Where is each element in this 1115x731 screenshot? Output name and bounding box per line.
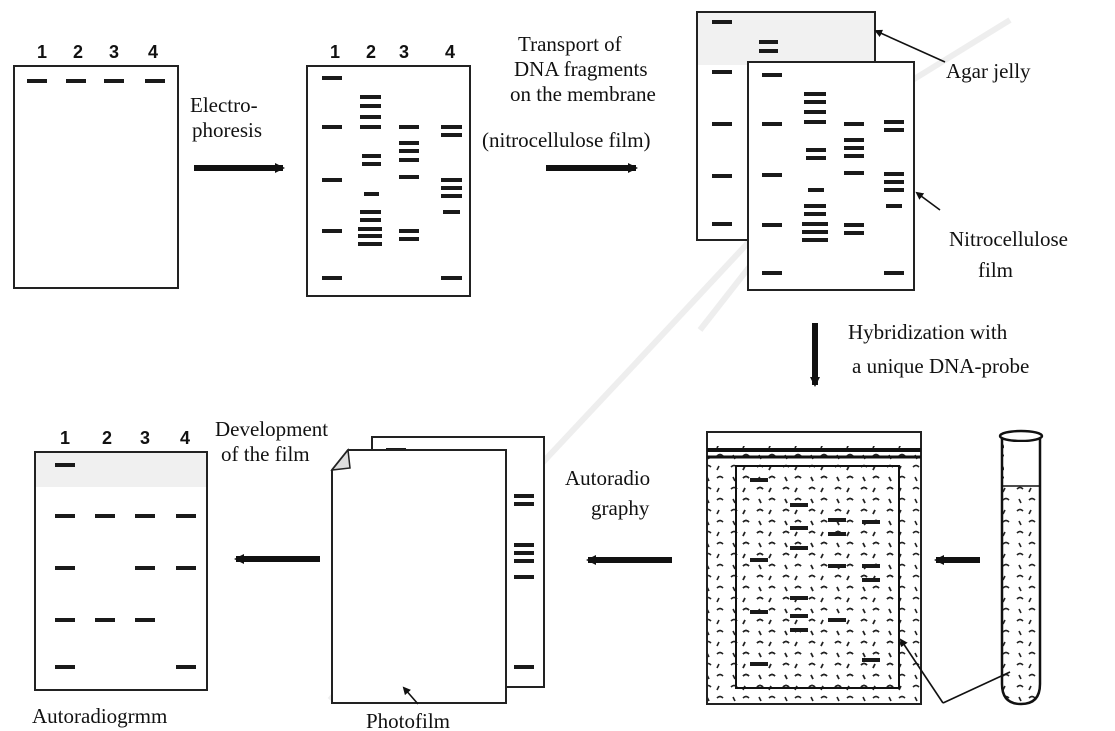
probe-test-tube: [998, 429, 1044, 706]
probe-pointer-arrows: [899, 638, 1011, 704]
development-label-line1: Development: [215, 417, 328, 441]
photofilm-sheet: [331, 449, 507, 704]
agar-jelly-label: Agar jelly: [946, 59, 1031, 83]
agar-pointer-arrow: [874, 29, 946, 63]
lane-number-4: 4: [180, 428, 190, 448]
transport-label-line1: Transport of: [518, 32, 622, 56]
autoradiogram-bands: [55, 463, 196, 669]
photofilm-pointer-arrow: [402, 686, 419, 705]
autoradiogram-shading: [36, 453, 206, 487]
membrane-bands: [750, 478, 880, 666]
lane-numbers-autoradiogram: 1 2 3 4: [60, 428, 190, 448]
lane-number-4: 4: [148, 42, 158, 62]
lane-number-3: 3: [399, 42, 409, 62]
step-transport: Transport of DNA fragments on the membra…: [482, 32, 656, 173]
photofilm-label: Photofilm: [366, 709, 450, 731]
autoradiogram-label: Autoradiogrmm: [32, 704, 167, 728]
gel-panel-initial: 1 2 3 4: [13, 42, 179, 289]
autoradiogram-panel: 1 2 3 4 Autoradiogrmm: [32, 428, 208, 728]
film-corner-fold: [330, 448, 351, 471]
transport-label-line4: (nitrocellulose film): [482, 128, 651, 152]
lane-number-3: 3: [109, 42, 119, 62]
transport-label-line3: on the membrane: [510, 82, 656, 106]
development-label-line2: of the film: [221, 442, 310, 466]
test-tube-empty-top: [1004, 442, 1038, 486]
autoradiography-label-line1: Autoradio: [565, 466, 650, 490]
step-electrophoresis: Electro- phoresis: [190, 93, 285, 173]
nitrocellulose-pointer-arrow: [915, 191, 941, 211]
agar-bands: [712, 20, 778, 226]
pointer-arrow: [899, 638, 944, 704]
autoradiogram-sheet: [34, 451, 208, 691]
hybridization-label-line2: a unique DNA-probe: [852, 354, 1029, 378]
membrane-in-bag: [735, 465, 900, 689]
lane-number-1: 1: [330, 42, 340, 62]
test-tube-rim: [998, 429, 1044, 443]
nitrocellulose-bands: [762, 73, 904, 275]
nitrocellulose-label-line2: film: [978, 258, 1013, 282]
photofilm-panel: Development of the film Photofilm: [215, 417, 545, 731]
lane-numbers-separated: 1 2 3 4: [330, 42, 455, 62]
pointer-line: [942, 671, 1011, 704]
lane-number-3: 3: [140, 428, 150, 448]
gel-slab: [13, 65, 179, 289]
test-tube-icon: [1000, 436, 1042, 706]
lane-number-1: 1: [37, 42, 47, 62]
transfer-panel: Agar jelly Nitrocellulose film: [696, 11, 1068, 291]
lane-number-2: 2: [366, 42, 376, 62]
lane-number-1: 1: [60, 428, 70, 448]
hybridization-bag: [706, 431, 922, 705]
dna-bands-separated: [322, 76, 462, 280]
step-autoradiography: Autoradio graphy: [565, 466, 672, 565]
lane-number-2: 2: [73, 42, 83, 62]
nitrocellulose-label-line1: Nitrocellulose: [949, 227, 1068, 251]
transport-label-line2: DNA fragments: [514, 57, 648, 81]
electrophoresis-label-line2: phoresis: [192, 118, 262, 142]
lane-number-2: 2: [102, 428, 112, 448]
lane-number-4: 4: [445, 42, 455, 62]
electrophoresis-label-line1: Electro-: [190, 93, 258, 117]
hybridization-label-line1: Hybridization with: [848, 320, 1008, 344]
step-hybridization: Hybridization with a unique DNA-probe: [810, 320, 1029, 387]
autoradiography-label-line2: graphy: [591, 496, 650, 520]
lane-numbers-initial: 1 2 3 4: [37, 42, 158, 62]
gel-panel-separated: 1 2 3 4: [306, 42, 471, 297]
